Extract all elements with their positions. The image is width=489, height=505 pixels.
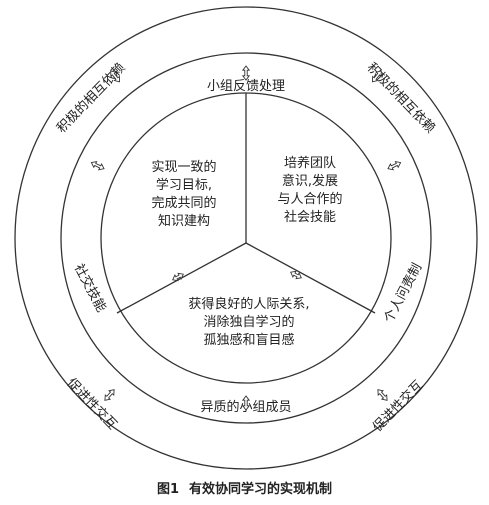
double-arrow-icon bbox=[290, 270, 302, 280]
middle-ring bbox=[60, 52, 432, 424]
sector-bottom-line: 消除独自学习的 bbox=[203, 314, 294, 330]
sector-upper-right-line: 培养团队 bbox=[284, 155, 336, 171]
label-promotive-interaction-right: 促进性交互 bbox=[370, 377, 427, 435]
double-arrow-icon bbox=[241, 395, 251, 411]
double-arrow-icon bbox=[104, 389, 115, 401]
sector-upper-right-line: 社会技能 bbox=[284, 209, 336, 225]
sector-bottom-text: 获得良好的人际关系, 消除独自学习的 孤独感和盲目感 bbox=[188, 296, 309, 348]
cooperative-learning-mechanism-diagram: 小组反馈处理 异质的小组成员 社交技能 个人问责制 积极的相互依赖 积极的相互依… bbox=[14, 6, 478, 470]
label-promotive-interaction-left: 促进性交互 bbox=[64, 375, 121, 433]
figure-number: 图1 bbox=[156, 482, 180, 497]
sector-bottom-line: 孤独感和盲目感 bbox=[203, 332, 294, 348]
sector-upper-left-line: 学习目标, bbox=[156, 177, 212, 193]
double-arrow-icon bbox=[387, 160, 402, 171]
label-social-skills: 社交技能 bbox=[71, 261, 110, 314]
sector-upper-left-line: 知识建构 bbox=[158, 213, 210, 229]
sector-upper-left-text: 实现一致的 学习目标, 完成共同的 知识建构 bbox=[151, 159, 216, 229]
label-group-feedback: 小组反馈处理 bbox=[207, 79, 285, 94]
sector-bottom-line: 获得良好的人际关系, bbox=[188, 296, 309, 312]
divider-right bbox=[245, 242, 376, 314]
connector-arrows bbox=[90, 65, 402, 411]
label-positive-interdependence-left: 积极的相互依赖 bbox=[54, 60, 129, 137]
sector-upper-right-line: 与人合作的 bbox=[277, 191, 342, 207]
double-arrow-icon bbox=[172, 272, 184, 282]
sector-upper-left-line: 完成共同的 bbox=[151, 195, 216, 211]
outer-ring bbox=[14, 6, 478, 470]
label-positive-interdependence-right: 积极的相互依赖 bbox=[364, 60, 439, 137]
double-arrow-icon bbox=[377, 389, 388, 401]
figure-caption: 图1 有效协同学习的实现机制 bbox=[0, 478, 489, 497]
double-arrow-icon bbox=[241, 65, 251, 81]
sector-upper-right-text: 培养团队 意识,发展 与人合作的 社会技能 bbox=[277, 155, 342, 225]
figure-title: 有效协同学习的实现机制 bbox=[189, 482, 333, 497]
double-arrow-icon bbox=[372, 70, 382, 83]
label-individual-accountability: 个人问责制 bbox=[382, 261, 426, 325]
double-arrow-icon bbox=[90, 160, 105, 171]
sector-upper-left-line: 实现一致的 bbox=[151, 159, 216, 175]
double-arrow-icon bbox=[110, 70, 120, 83]
sector-upper-right-line: 意识,发展 bbox=[282, 173, 338, 189]
